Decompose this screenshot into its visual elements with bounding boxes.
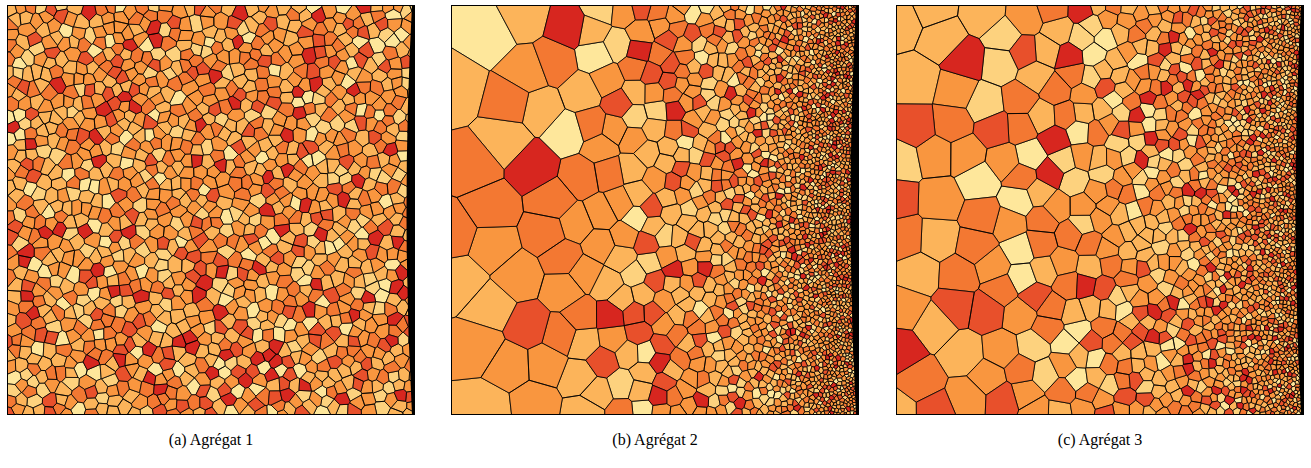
panel-frame (897, 6, 1304, 415)
voronoi-aggregate (7, 5, 415, 415)
voronoi-cells (7, 5, 415, 415)
voronoi-aggregate (896, 5, 1304, 415)
voronoi-cells (7, 5, 415, 415)
panel-frame (452, 6, 859, 415)
subfigure-caption: (b) Agrégat 2 (451, 431, 859, 449)
voronoi-cells (504, 5, 859, 415)
voronoi-cells (503, 5, 860, 415)
voronoi-cells (7, 5, 415, 406)
voronoi-cells (7, 5, 415, 415)
voronoi-cells (896, 5, 1304, 415)
voronoi-cells (451, 5, 859, 415)
subfigure-caption: (a) Agrégat 1 (7, 431, 415, 449)
voronoi-cells (7, 5, 415, 415)
voronoi-cells (451, 5, 859, 415)
boundary-inclusion (851, 5, 860, 415)
voronoi-cells (7, 5, 415, 415)
voronoi-cells (451, 5, 859, 415)
voronoi-cells (451, 5, 859, 415)
voronoi-cells (896, 5, 1304, 415)
voronoi-cells (896, 5, 1304, 415)
subfigure-caption: (c) Agrégat 3 (896, 431, 1304, 449)
voronoi-cells (7, 5, 415, 415)
voronoi-cells (896, 5, 1304, 414)
boundary-inclusion (407, 5, 416, 415)
panel-frame (8, 6, 415, 415)
boundary-inclusion (1296, 5, 1305, 415)
voronoi-cells (896, 5, 1304, 415)
voronoi-cells (896, 5, 1304, 415)
voronoi-aggregate (451, 5, 859, 415)
